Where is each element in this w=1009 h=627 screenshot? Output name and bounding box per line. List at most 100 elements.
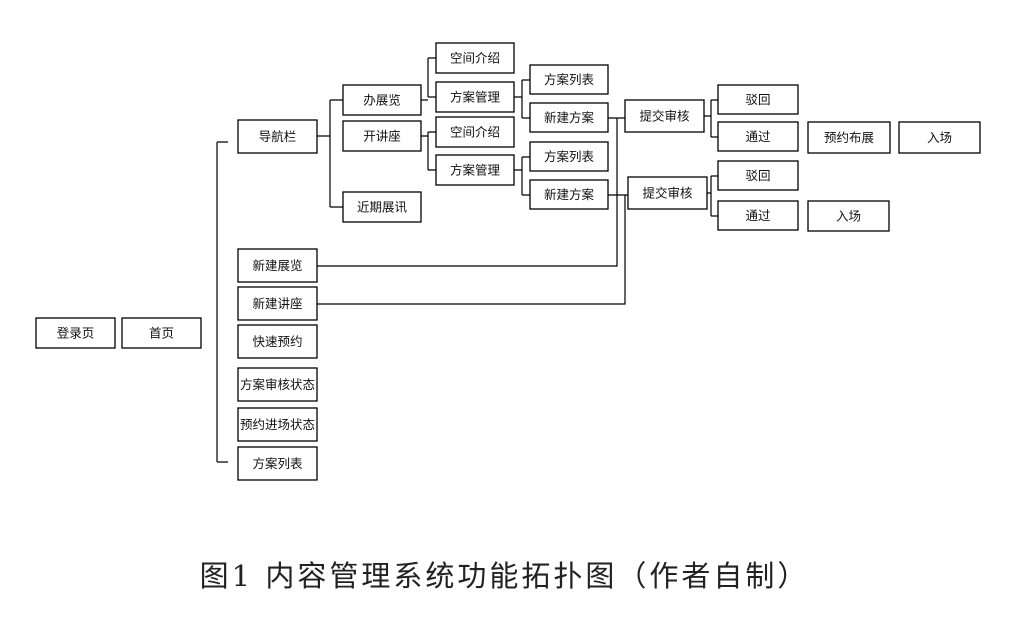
node-recent-news: 近期展讯 (342, 191, 422, 223)
node-box (342, 120, 422, 152)
node-label: 入场 (836, 209, 861, 224)
node-box (35, 317, 116, 349)
connector-line (704, 99, 718, 138)
node-label: 方案列表 (252, 456, 303, 471)
node-box (898, 121, 981, 154)
node-box (529, 64, 609, 95)
node-box (435, 42, 515, 74)
node-box (717, 200, 799, 231)
connector-lines (216, 57, 718, 463)
connector-line (421, 57, 436, 101)
node-label: 空间介绍 (450, 51, 500, 66)
node-login: 登录页 (35, 317, 116, 349)
node-hold-lecture: 开讲座 (342, 120, 422, 152)
node-box (435, 116, 515, 148)
node-box (807, 200, 890, 232)
node-new-plan-2: 新建方案 (529, 179, 609, 210)
node-label: 新建方案 (544, 110, 595, 125)
node-enter-2: 入场 (807, 200, 890, 232)
node-pass-1: 通过 (717, 121, 799, 152)
node-plan-list-2: 方案列表 (529, 141, 609, 172)
connector-line (707, 175, 718, 217)
node-label: 预约布展 (824, 130, 874, 145)
node-box (529, 102, 609, 133)
node-box (237, 324, 318, 359)
node-boxes: 登录页首页导航栏新建展览新建讲座快速预约方案审核状态预约进场状态方案列表办展览开… (35, 42, 981, 481)
node-hold-exhibit: 办展览 (342, 84, 422, 116)
node-plan-mgmt-1: 方案管理 (435, 81, 515, 113)
node-booking-entry-status: 预约进场状态 (237, 407, 318, 442)
connector-line (421, 131, 436, 171)
node-plan-list-home: 方案列表 (237, 446, 318, 481)
node-reject-2: 驳回 (717, 160, 799, 191)
node-box (627, 176, 708, 210)
node-submit-review-1: 提交审核 (624, 99, 705, 133)
node-new-plan-1: 新建方案 (529, 102, 609, 133)
node-home: 首页 (121, 317, 202, 349)
node-navbar: 导航栏 (237, 119, 318, 154)
node-label: 方案管理 (450, 163, 501, 178)
node-label: 预约进场状态 (240, 417, 315, 432)
node-box (529, 179, 609, 210)
node-label: 开讲座 (363, 129, 401, 144)
connector-line (317, 99, 343, 208)
node-box (529, 141, 609, 172)
node-plan-mgmt-2: 方案管理 (435, 154, 515, 186)
node-box (237, 286, 318, 321)
node-label: 方案审核状态 (240, 377, 315, 392)
node-label: 新建展览 (252, 258, 302, 273)
node-plan-list-1: 方案列表 (529, 64, 609, 95)
connector-line (317, 118, 618, 267)
connector-line (514, 79, 530, 119)
node-label: 导航栏 (259, 129, 297, 144)
node-label: 通过 (745, 208, 771, 223)
node-label: 方案管理 (450, 90, 501, 105)
node-box (717, 160, 799, 191)
node-label: 方案列表 (544, 72, 595, 87)
node-label: 办展览 (363, 93, 401, 108)
node-label: 通过 (745, 129, 771, 144)
node-book-setup: 预约布展 (807, 121, 891, 154)
node-box (807, 121, 891, 154)
node-label: 新建方案 (544, 187, 595, 202)
node-box (237, 367, 318, 402)
connector-line (514, 156, 530, 196)
node-label: 提交审核 (642, 186, 693, 201)
node-box (342, 84, 422, 116)
node-label: 方案列表 (544, 149, 595, 164)
node-box (342, 191, 422, 223)
node-box (237, 119, 318, 154)
node-label: 入场 (927, 130, 952, 145)
node-reject-1: 驳回 (717, 84, 799, 115)
node-submit-review-2: 提交审核 (627, 176, 708, 210)
node-label: 快速预约 (252, 334, 302, 349)
node-box (717, 121, 799, 152)
node-label: 近期展讯 (357, 200, 408, 215)
connector-line (317, 195, 626, 305)
node-label: 登录页 (57, 326, 95, 341)
node-box (121, 317, 202, 349)
node-label: 驳回 (745, 92, 770, 107)
node-new-exhibit: 新建展览 (237, 248, 318, 283)
node-box (237, 407, 318, 442)
node-box (624, 99, 705, 133)
figure-caption: 图1 内容管理系统功能拓扑图（作者自制） (199, 559, 810, 593)
node-box (717, 84, 799, 115)
node-label: 首页 (149, 326, 174, 341)
node-label: 驳回 (745, 168, 770, 183)
node-label: 提交审核 (639, 109, 690, 124)
node-box (237, 248, 318, 283)
node-new-lecture: 新建讲座 (237, 286, 318, 321)
node-quick-booking: 快速预约 (237, 324, 318, 359)
node-pass-2: 通过 (717, 200, 799, 231)
node-plan-review-status: 方案审核状态 (237, 367, 318, 402)
connector-line (216, 141, 228, 463)
node-box (237, 446, 318, 481)
node-space-intro-1: 空间介绍 (435, 42, 515, 74)
node-box (435, 81, 515, 113)
node-enter-1: 入场 (898, 121, 981, 154)
node-label: 新建讲座 (252, 296, 302, 311)
node-box (435, 154, 515, 186)
node-label: 空间介绍 (450, 125, 500, 140)
